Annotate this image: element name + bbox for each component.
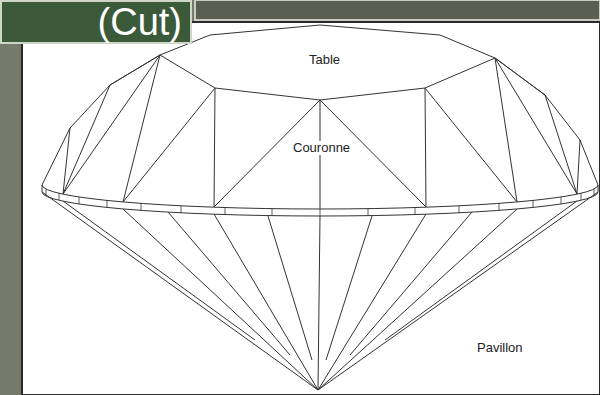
part-label: Pavillon [475, 341, 525, 355]
title-banner: (Cut) [0, 0, 192, 44]
part-label: Couronne [291, 141, 352, 155]
part-label: Table [307, 53, 342, 67]
banner-text: (Cut) [98, 3, 182, 41]
